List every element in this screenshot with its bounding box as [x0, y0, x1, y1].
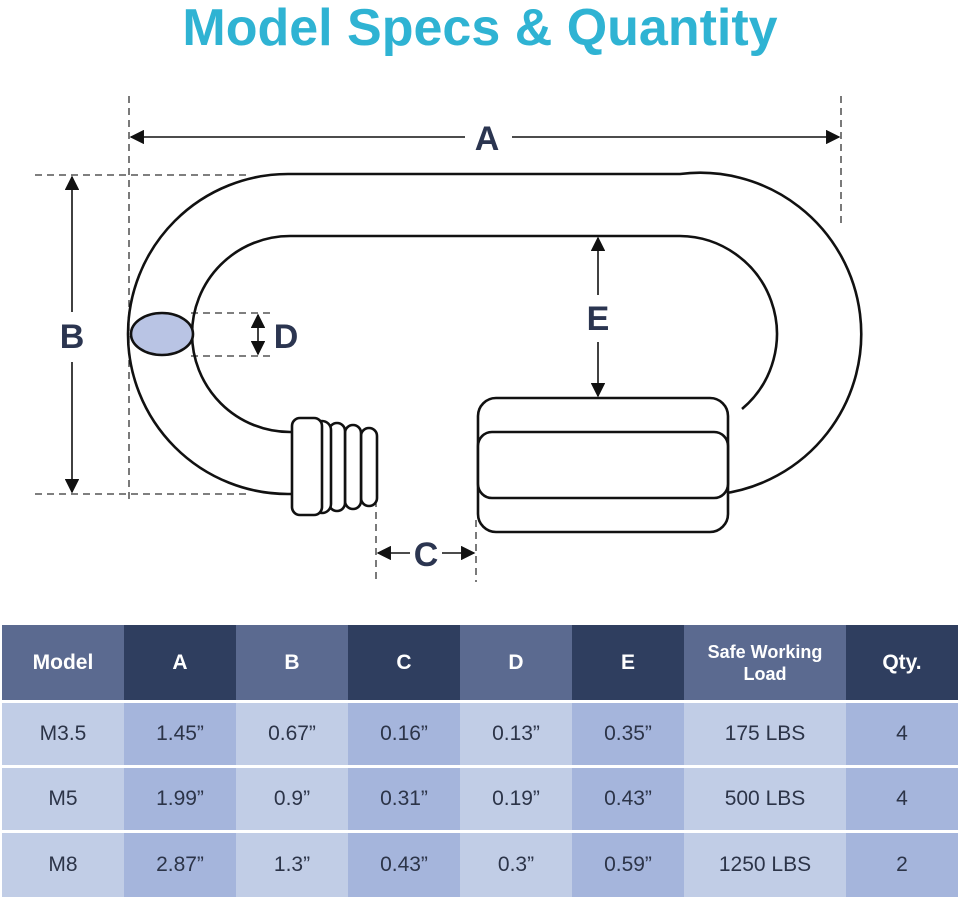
table-header-row: Model A B C D E Safe Working Load Qty. — [2, 625, 958, 702]
label-b: B — [60, 318, 85, 356]
cell-qty: 2 — [846, 830, 958, 897]
cell-e: 0.59” — [572, 830, 684, 897]
threaded-end — [290, 416, 379, 517]
locking-sleeve — [476, 396, 730, 534]
cell-c: 0.31” — [348, 765, 460, 832]
table-row: M8 2.87” 1.3” 0.43” 0.3” 0.59” 1250 LBS … — [2, 830, 958, 897]
cell-model: M8 — [2, 830, 124, 897]
cell-qty: 4 — [846, 765, 958, 832]
cell-model: M5 — [2, 765, 124, 832]
rod-cross-section — [129, 311, 195, 357]
page-title: Model Specs & Quantity — [182, 0, 778, 57]
cell-b: 0.67” — [236, 699, 348, 767]
extension-lines — [35, 96, 842, 582]
table-row: M5 1.99” 0.9” 0.31” 0.19” 0.43” 500 LBS … — [2, 765, 958, 832]
quick-link-body — [126, 171, 863, 534]
cell-c: 0.43” — [348, 830, 460, 897]
label-c: C — [414, 536, 439, 574]
header-qty: Qty. — [846, 625, 958, 702]
cell-d: 0.19” — [460, 765, 572, 832]
cell-qty: 4 — [846, 699, 958, 767]
specs-table: Model A B C D E Safe Working Load Qty. M… — [2, 625, 958, 897]
label-d: D — [274, 318, 299, 356]
header-c: C — [348, 625, 460, 702]
cell-b: 0.9” — [236, 765, 348, 832]
cell-safe-working-load: 500 LBS — [684, 765, 846, 832]
table-row: M3.5 1.45” 0.67” 0.16” 0.13” 0.35” 175 L… — [2, 699, 958, 767]
cell-a: 1.99” — [124, 765, 236, 832]
header-d: D — [460, 625, 572, 702]
cell-model: M3.5 — [2, 699, 124, 767]
cell-a: 1.45” — [124, 699, 236, 767]
dimension-arrows — [64, 129, 841, 561]
label-e: E — [587, 300, 610, 338]
header-a: A — [124, 625, 236, 702]
label-a: A — [475, 120, 500, 158]
header-safe-working-load: Safe Working Load — [684, 625, 846, 702]
cell-safe-working-load: 175 LBS — [684, 699, 846, 767]
header-e: E — [572, 625, 684, 702]
cell-e: 0.43” — [572, 765, 684, 832]
header-b: B — [236, 625, 348, 702]
link-outer-outline — [126, 171, 863, 496]
link-inner-outline — [190, 234, 779, 434]
cell-safe-working-load: 1250 LBS — [684, 830, 846, 897]
cell-d: 0.13” — [460, 699, 572, 767]
header-model: Model — [2, 625, 124, 702]
cell-a: 2.87” — [124, 830, 236, 897]
cell-d: 0.3” — [460, 830, 572, 897]
cell-e: 0.35” — [572, 699, 684, 767]
cell-b: 1.3” — [236, 830, 348, 897]
quick-link-dimension-diagram: A B C D E — [35, 96, 863, 582]
cell-c: 0.16” — [348, 699, 460, 767]
